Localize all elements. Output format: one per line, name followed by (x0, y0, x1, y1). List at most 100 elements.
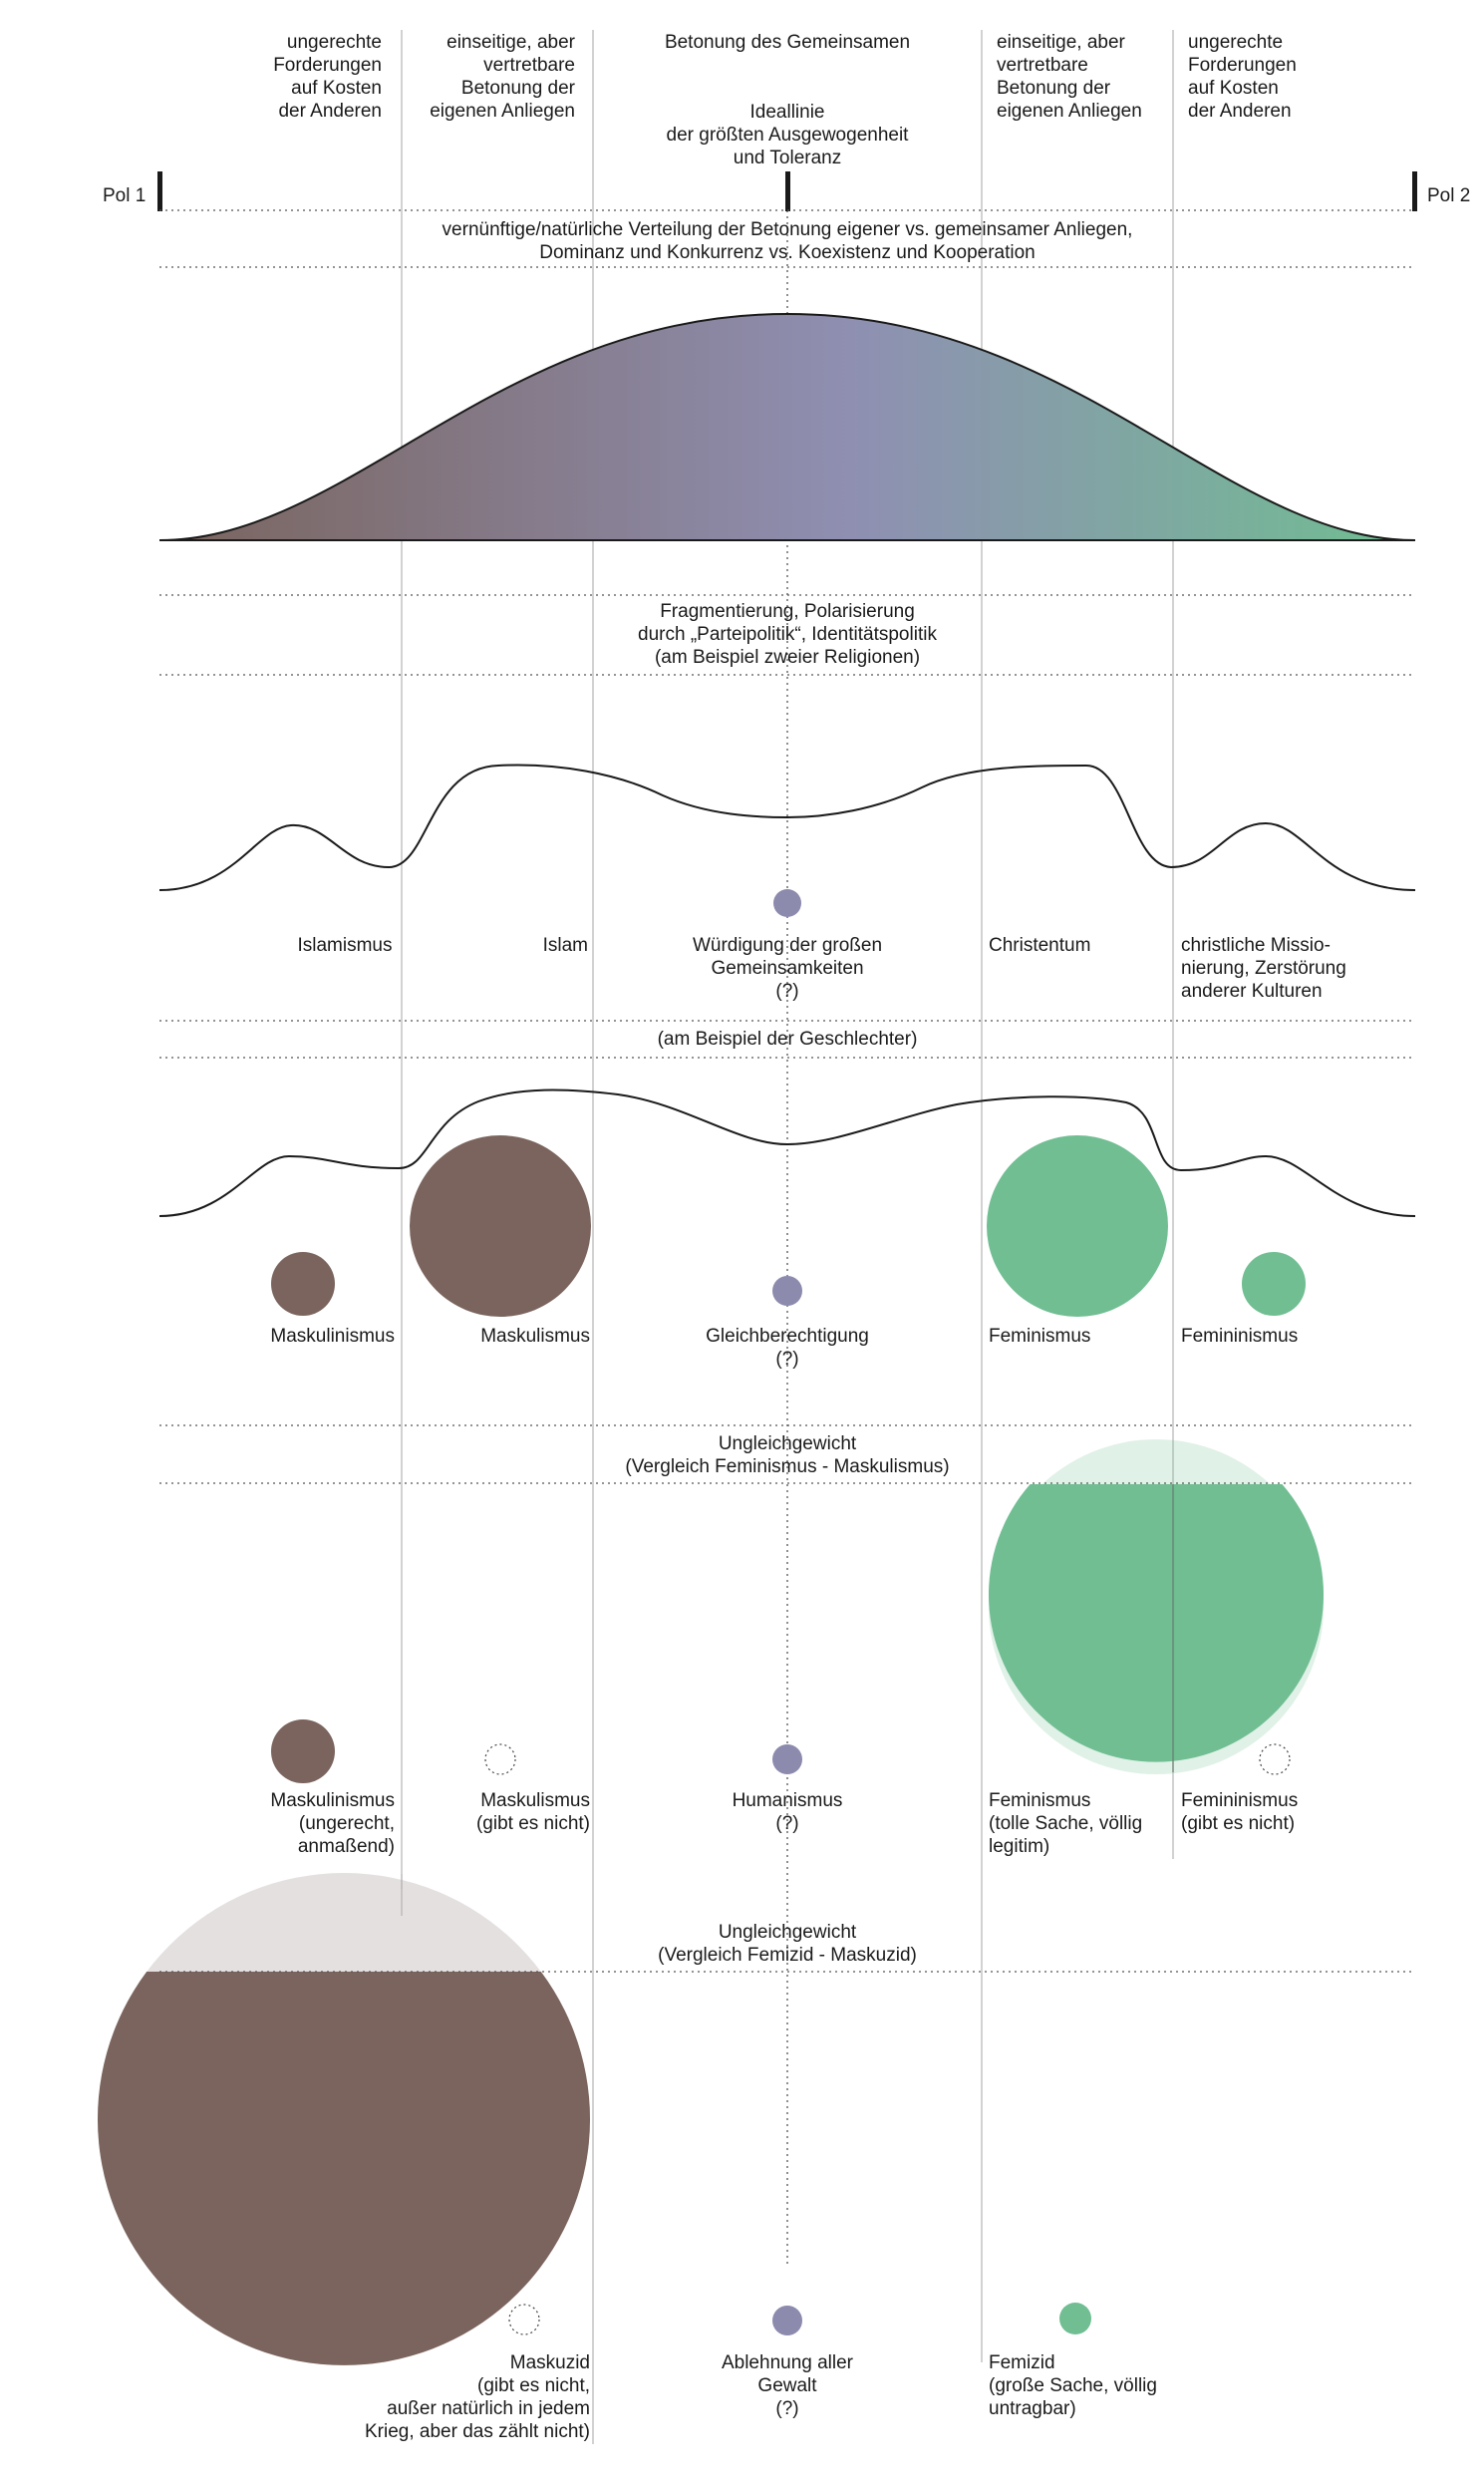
section-4-title: Ungleichgewicht(Vergleich Feminismus - M… (625, 1433, 949, 1477)
section-3-label-masculinism: Maskulinismus (270, 1326, 395, 1347)
text-line: (gibt es nicht) (1181, 1813, 1295, 1834)
text-line: untragbar) (989, 2398, 1076, 2419)
text-line: einseitige, aber (446, 32, 576, 53)
text-line: Islam (543, 935, 588, 956)
neutral-dot (773, 889, 801, 917)
pole-1-label: Pol 1 (103, 185, 146, 206)
text-line: (Vergleich Feminismus - Maskulismus) (625, 1456, 949, 1477)
pole-2-label: Pol 2 (1427, 185, 1470, 206)
text-line: Forderungen (1188, 55, 1297, 76)
gender-curve (158, 1088, 1416, 1217)
text-line: nierung, Zerstörung (1181, 958, 1346, 979)
text-line: eigenen Anliegen (430, 101, 575, 122)
section-5: Ungleichgewicht(Vergleich Femizid - Mask… (97, 1873, 1415, 2442)
text-line: Dominanz und Konkurrenz vs. Koexistenz u… (539, 242, 1035, 263)
text-line: Ungleichgewicht (719, 1433, 857, 1454)
text-line: (gibt es nicht, (477, 2375, 590, 2396)
text-line: (?) (775, 2398, 798, 2419)
text-line: Gewalt (757, 2375, 817, 2396)
text-line: legitim) (989, 1836, 1049, 1857)
text-line: der größten Ausgewogenheit (667, 125, 910, 146)
section-4-label-humanism: Humanismus(?) (733, 1790, 843, 1834)
section-5-label-maskuzid: Maskuzid(gibt es nicht,außer natürlich i… (365, 2352, 590, 2442)
text-line: vernünftige/natürliche Verteilung der Be… (443, 219, 1133, 240)
text-line: anmaßend) (298, 1836, 395, 1857)
text-line: Betonung des Gemeinsamen (665, 32, 910, 53)
text-line: Maskulismus (480, 1326, 590, 1347)
section-3: (am Beispiel der Geschlechter) Maskulini… (158, 1020, 1416, 1370)
text-line: Feminismus (989, 1326, 1090, 1347)
text-line: (tolle Sache, völlig (989, 1813, 1142, 1834)
text-line: ungerechte (287, 32, 382, 53)
text-line: auf Kosten (1188, 78, 1279, 99)
text-line: Maskulinismus (270, 1326, 395, 1347)
neutral-dot (772, 1744, 802, 1774)
text-line: christliche Missio- (1181, 935, 1331, 956)
center-marker (785, 171, 790, 211)
text-line: vertretbare (997, 55, 1088, 76)
text-line: (Vergleich Femizid - Maskuzid) (658, 1945, 917, 1966)
fem-circle-small (1242, 1252, 1306, 1316)
section-2-label-islamism: Islamismus (297, 935, 392, 956)
text-line: Ungleichgewicht (719, 1922, 857, 1943)
section-3-title: (am Beispiel der Geschlechter) (658, 1029, 918, 1050)
text-line: Ideallinie (750, 102, 825, 123)
text-line: Fragmentierung, Polarisierung (660, 601, 915, 622)
text-line: Maskulinismus (270, 1790, 395, 1811)
pole-1-marker (157, 171, 162, 211)
text-line: durch „Parteipolitik“, Identitätspolitik (638, 624, 937, 645)
section-1: vernünftige/natürliche Verteilung der Be… (158, 219, 1416, 541)
empty-circle-maskuzid (508, 2304, 540, 2335)
empty-circle-femininism (1259, 1743, 1291, 1775)
fem-circle-huge (989, 1484, 1325, 1762)
bell-curve (158, 312, 1416, 541)
text-line: Betonung der (461, 78, 576, 99)
neutral-dot (772, 2306, 802, 2335)
section-4-label-masculism: Maskulismus(gibt es nicht) (476, 1790, 590, 1834)
text-line: Krieg, aber das zählt nicht) (365, 2421, 590, 2442)
text-line: (?) (775, 1349, 798, 1370)
pole-axis: Pol 1 Pol 2 (103, 171, 1470, 211)
text-line: der Anderen (278, 101, 382, 122)
text-line: Femininismus (1181, 1326, 1298, 1347)
text-line: Maskulismus (480, 1790, 590, 1811)
fragmentation-curve (158, 764, 1416, 891)
neutral-dot (772, 1276, 802, 1306)
section-3-label-equality: Gleichberechtigung(?) (706, 1326, 869, 1370)
section-3-label-feminism: Feminismus (989, 1326, 1090, 1347)
text-line: (ungerecht, (299, 1813, 395, 1834)
masc-circle-huge (97, 1972, 590, 2365)
text-line: und Toleranz (734, 148, 841, 168)
text-line: (große Sache, völlig (989, 2375, 1157, 2396)
pole-2-marker (1412, 171, 1417, 211)
text-line: Islamismus (297, 935, 392, 956)
text-line: Forderungen (273, 55, 382, 76)
section-4-label-masculinism: Maskulinismus(ungerecht,anmaßend) (270, 1790, 395, 1857)
text-line: einseitige, aber (997, 32, 1126, 53)
text-line: Ablehnung aller (722, 2352, 854, 2373)
text-line: Femizid (989, 2352, 1055, 2373)
text-line: eigenen Anliegen (997, 101, 1142, 122)
text-line: ungerechte (1188, 32, 1283, 53)
section-4-label-femininism: Femininismus(gibt es nicht) (1181, 1790, 1298, 1834)
text-line: anderer Kulturen (1181, 981, 1323, 1002)
fem-dot (1059, 2303, 1091, 2334)
empty-circle-masculism (484, 1743, 516, 1775)
section-2-label-christianity: Christentum (989, 935, 1090, 956)
text-line: (?) (775, 1813, 798, 1834)
text-line: Gleichberechtigung (706, 1326, 869, 1347)
text-line: der Anderen (1188, 101, 1292, 122)
text-line: Feminismus (989, 1790, 1090, 1811)
